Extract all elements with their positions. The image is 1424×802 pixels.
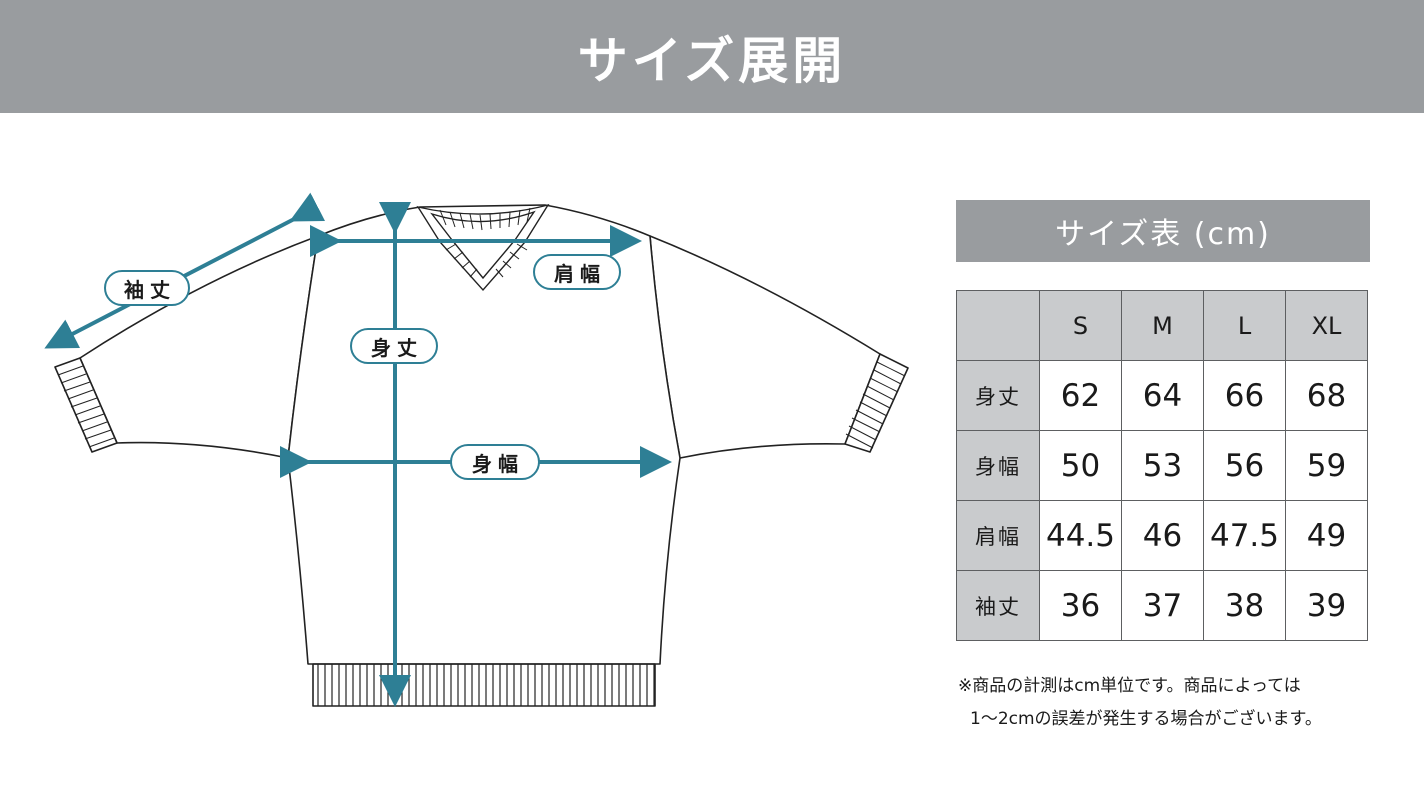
cell-value: 36 bbox=[1039, 570, 1122, 641]
cell-value: 44.5 bbox=[1039, 500, 1122, 571]
garment-diagram: 袖丈 肩幅 身丈 身幅 bbox=[0, 150, 940, 750]
note-line-2: 1〜2cmの誤差が発生する場合がございます。 bbox=[970, 709, 1322, 729]
table-header-row: S M L XL bbox=[956, 290, 1368, 361]
table-row: 身幅 50 53 56 59 bbox=[956, 430, 1368, 501]
header-cell bbox=[956, 290, 1040, 361]
cell-value: 39 bbox=[1285, 570, 1368, 641]
cell-value: 64 bbox=[1121, 360, 1204, 431]
size-table: S M L XL 身丈 62 64 66 68 身幅 50 53 56 59 肩… bbox=[956, 290, 1368, 641]
cell-value: 37 bbox=[1121, 570, 1204, 641]
label-shoulder-width: 肩幅 bbox=[533, 254, 621, 290]
row-label: 袖丈 bbox=[956, 570, 1040, 641]
header-cell-m: M bbox=[1121, 290, 1204, 361]
cell-value: 47.5 bbox=[1203, 500, 1286, 571]
cell-value: 56 bbox=[1203, 430, 1286, 501]
sweater-illustration-icon bbox=[44, 192, 909, 707]
header-cell-xl: XL bbox=[1285, 290, 1368, 361]
measurement-note: ※商品の計測はcm単位です。商品によっては 1〜2cmの誤差が発生する場合がござ… bbox=[958, 670, 1378, 736]
cell-value: 46 bbox=[1121, 500, 1204, 571]
header-banner: サイズ展開 bbox=[0, 0, 1424, 113]
row-label: 身丈 bbox=[956, 360, 1040, 431]
page-title: サイズ展開 bbox=[577, 31, 847, 90]
cell-value: 53 bbox=[1121, 430, 1204, 501]
cell-value: 50 bbox=[1039, 430, 1122, 501]
size-table-title: サイズ表 (cm) bbox=[956, 200, 1370, 262]
cell-value: 59 bbox=[1285, 430, 1368, 501]
cell-value: 68 bbox=[1285, 360, 1368, 431]
table-row: 袖丈 36 37 38 39 bbox=[956, 570, 1368, 641]
cell-value: 38 bbox=[1203, 570, 1286, 641]
header-cell-s: S bbox=[1039, 290, 1122, 361]
cell-value: 49 bbox=[1285, 500, 1368, 571]
row-label: 身幅 bbox=[956, 430, 1040, 501]
table-row: 身丈 62 64 66 68 bbox=[956, 360, 1368, 431]
cell-value: 66 bbox=[1203, 360, 1286, 431]
label-body-length: 身丈 bbox=[350, 328, 438, 364]
row-label: 肩幅 bbox=[956, 500, 1040, 571]
cell-value: 62 bbox=[1039, 360, 1122, 431]
header-cell-l: L bbox=[1203, 290, 1286, 361]
label-body-width: 身幅 bbox=[450, 444, 540, 480]
note-line-1: ※商品の計測はcm単位です。商品によっては bbox=[958, 676, 1301, 696]
label-sleeve-length: 袖丈 bbox=[104, 270, 190, 306]
table-row: 肩幅 44.5 46 47.5 49 bbox=[956, 500, 1368, 571]
